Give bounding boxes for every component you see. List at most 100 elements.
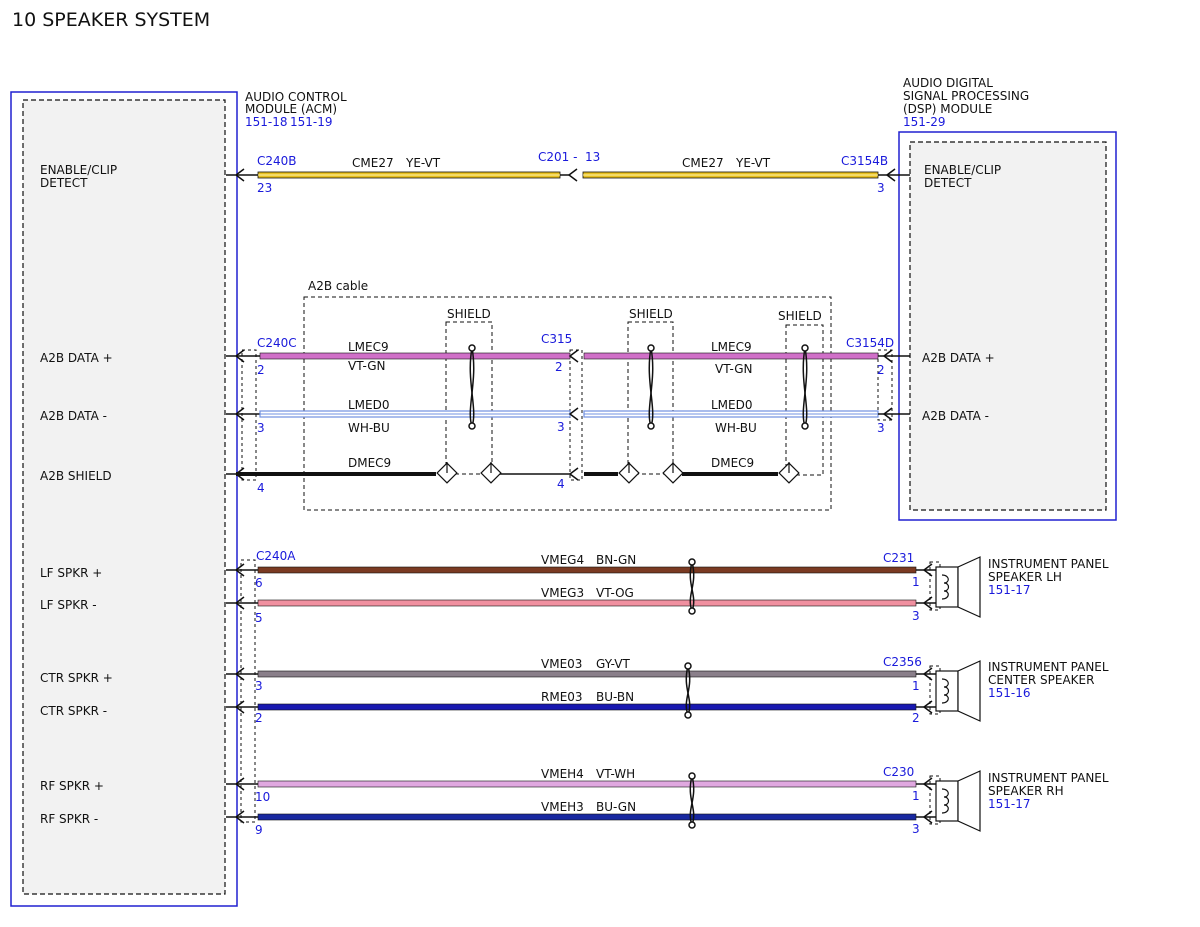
pin-c315-3: 3 — [557, 420, 565, 434]
pin-c315-2: 2 — [555, 360, 563, 374]
pin-c240a-5: 5 — [255, 611, 263, 625]
pin-c3154b: 3 — [877, 181, 885, 195]
wire-vmeg4 — [257, 566, 917, 574]
acm-pin-a2b-neg: A2B DATA - — [40, 409, 107, 423]
wire-color-vmeg4: BN-GN — [596, 553, 636, 567]
speaker-rh-ref: 151-17 — [988, 797, 1031, 811]
acm-pin-lf-pos: LF SPKR + — [40, 566, 102, 580]
dsp-pin-enable-1: ENABLE/CLIP — [924, 163, 1001, 177]
pin-rf-10: 10 — [255, 790, 270, 804]
conn-c230: C230 — [883, 765, 914, 779]
acm-pin-rf-neg: RF SPKR - — [40, 812, 98, 826]
rf-speaker-circuit: 10 9 VMEH4 VT-WH VMEH3 BU-GN C230 1 3 IN… — [226, 765, 1109, 837]
speaker-center-icon — [935, 660, 981, 722]
speaker-rh-name-2: SPEAKER RH — [988, 784, 1064, 798]
acm-ref-2: 151-19 — [290, 115, 333, 129]
conn-c231: C231 — [883, 551, 914, 565]
conn-c3154b: C3154B — [841, 154, 888, 168]
wire-label-rme03: RME03 — [541, 690, 583, 704]
wire-label-dmec9-left: DMEC9 — [348, 456, 391, 470]
pin-c240b: 23 — [257, 181, 272, 195]
conn-c201: C201 - — [538, 150, 577, 164]
wire-color-lmed0-left: WH-BU — [348, 421, 390, 435]
dsp-ref: 151-29 — [903, 115, 946, 129]
wire-label-lmed0-left: LMED0 — [348, 398, 390, 412]
pin-c240c-3: 3 — [257, 421, 265, 435]
acm-pin-ctr-neg: CTR SPKR - — [40, 704, 107, 718]
wire-label-lmed0-right: LMED0 — [711, 398, 753, 412]
wire-label-vme03: VME03 — [541, 657, 582, 671]
conn-c240a: C240A — [256, 549, 296, 563]
wire-vmeh3 — [257, 813, 917, 821]
dsp-pin-enable-2: DETECT — [924, 176, 972, 190]
lf-speaker-circuit: C240A 6 5 VMEG4 BN-GN VMEG3 VT-OG C231 1… — [226, 549, 1109, 625]
speaker-lh-icon — [935, 556, 981, 618]
a2b-cable-label: A2B cable — [308, 279, 368, 293]
pin-c231-3: 3 — [912, 609, 920, 623]
pin-c240c-2: 2 — [257, 363, 265, 377]
wire-label-lmec9-right: LMEC9 — [711, 340, 752, 354]
conn-c3154d: C3154D — [846, 336, 894, 350]
acm-pin-enable-1: ENABLE/CLIP — [40, 163, 117, 177]
wire-rme03 — [257, 703, 917, 711]
wire-label-cme27-right: CME27 — [682, 156, 724, 170]
pin-c3154d-2: 2 — [877, 363, 885, 377]
shield-label-2: SHIELD — [629, 307, 673, 321]
a2b-cable: A2B cable SHIELD SHIELD SHIELD — [226, 279, 910, 511]
wire-color-vmeh4: VT-WH — [596, 767, 635, 781]
pin-c230-1: 1 — [912, 789, 920, 803]
wire-lmec9-left — [259, 352, 571, 360]
wire-label-dmec9-right: DMEC9 — [711, 456, 754, 470]
pin-c231-1: 1 — [912, 575, 920, 589]
dsp-pin-a2b-pos: A2B DATA + — [922, 351, 995, 365]
acm-name-2: MODULE (ACM) — [245, 102, 337, 116]
pin-c2356-2: 2 — [912, 711, 920, 725]
speaker-lh-ref: 151-17 — [988, 583, 1031, 597]
acm-module: AUDIO CONTROL MODULE (ACM) 151-18 151-19 — [10, 90, 347, 907]
pin-rf-9: 9 — [255, 823, 263, 837]
dsp-module: AUDIO DIGITAL SIGNAL PROCESSING (DSP) MO… — [898, 76, 1117, 521]
wire-color-lmec9-left: VT-GN — [348, 359, 385, 373]
acm-pin-a2b-pos: A2B DATA + — [40, 351, 113, 365]
speaker-lh-name-2: SPEAKER LH — [988, 570, 1062, 584]
wire-label-vmeg4: VMEG4 — [541, 553, 584, 567]
conn-c240b: C240B — [257, 154, 297, 168]
acm-name-1: AUDIO CONTROL — [245, 90, 347, 104]
acm-pin-a2b-shield: A2B SHIELD — [40, 469, 112, 483]
pin-c2356-1: 1 — [912, 679, 920, 693]
wire-vmeg3 — [257, 599, 917, 607]
shield-label-3: SHIELD — [778, 309, 822, 323]
pin-ctr-2: 2 — [255, 711, 263, 725]
speaker-center-ref: 151-16 — [988, 686, 1031, 700]
conn-c240c: C240C — [257, 336, 297, 350]
wire-label-vmeg3: VMEG3 — [541, 586, 584, 600]
wire-color-cme27-right: YE-VT — [735, 156, 771, 170]
pin-c240a-6: 6 — [255, 576, 263, 590]
wire-vmeh4 — [257, 780, 917, 788]
wire-label-cme27-left: CME27 — [352, 156, 394, 170]
dsp-pin-a2b-neg: A2B DATA - — [922, 409, 989, 423]
pin-c201: 13 — [585, 150, 600, 164]
wire-color-rme03: BU-BN — [596, 690, 634, 704]
dsp-name-3: (DSP) MODULE — [903, 102, 992, 116]
speaker-rh-name-1: INSTRUMENT PANEL — [988, 771, 1109, 785]
speaker-center-name-2: CENTER SPEAKER — [988, 673, 1094, 687]
wire-color-vmeh3: BU-GN — [596, 800, 636, 814]
shield-label-1: SHIELD — [447, 307, 491, 321]
wire-color-vme03: GY-VT — [596, 657, 630, 671]
wire-label-vmeh4: VMEH4 — [541, 767, 584, 781]
wire-vme03 — [257, 670, 917, 678]
acm-pin-ctr-pos: CTR SPKR + — [40, 671, 113, 685]
speaker-rh-icon — [935, 770, 981, 832]
pin-c3154d-3: 3 — [877, 421, 885, 435]
wire-label-lmec9-left: LMEC9 — [348, 340, 389, 354]
wire-color-lmec9-right: VT-GN — [715, 362, 752, 376]
pin-c315-4: 4 — [557, 477, 565, 491]
enable-clip-circuit: C240B 23 CME27 YE-VT C201 - 13 CME27 YE-… — [226, 150, 910, 195]
conn-c315: C315 — [541, 332, 572, 346]
acm-pin-enable-2: DETECT — [40, 176, 88, 190]
wire-color-cme27-left: YE-VT — [405, 156, 441, 170]
acm-pin-labels: ENABLE/CLIP DETECT A2B DATA + A2B DATA -… — [40, 163, 117, 826]
pin-ctr-3: 3 — [255, 679, 263, 693]
